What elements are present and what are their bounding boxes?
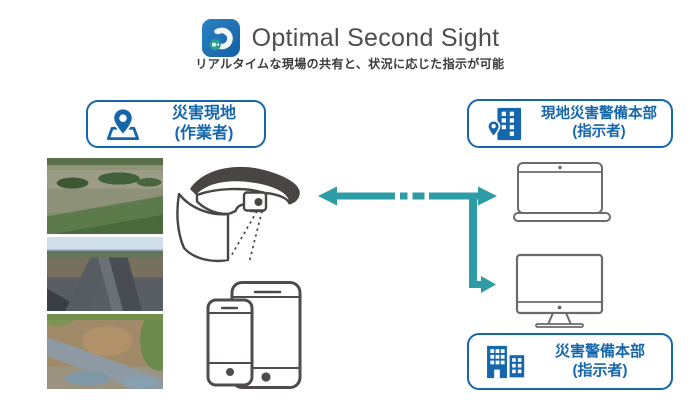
- smart-glasses-illustration: [176, 166, 300, 264]
- smartphones-illustration: [206, 281, 302, 389]
- node-field-command-line2: (指示者): [572, 123, 626, 140]
- building-pin-icon: [486, 107, 522, 140]
- header: Optimal Second Sight: [0, 18, 700, 58]
- node-field-command-line1: 現地災害警備本部: [541, 105, 657, 122]
- map-pin-icon: [106, 107, 140, 141]
- optimal-second-sight-logo-icon: [201, 19, 240, 57]
- desktop-monitor-illustration: [515, 253, 604, 328]
- buildings-icon: [487, 345, 526, 379]
- tagline: リアルタイムな現場の共有と、状況に応じた指示が可能: [195, 57, 505, 71]
- node-main-command-label: 災害警備本部 (指示者): [539, 343, 661, 380]
- app-title: Optimal Second Sight: [251, 23, 500, 52]
- node-main-command-line1: 災害警備本部: [554, 343, 645, 361]
- node-disaster-site-line2: (作業者): [174, 125, 234, 142]
- flood-river-photo: [47, 158, 163, 234]
- node-disaster-site: 災害現地 (作業者): [86, 100, 266, 148]
- node-field-command: 現地災害警備本部 (指示者): [467, 99, 673, 148]
- damaged-road-photo: [47, 237, 163, 311]
- node-main-command-line2: (指示者): [572, 361, 628, 379]
- node-disaster-site-line1: 災害現地: [171, 105, 236, 123]
- node-field-command-label: 現地災害警備本部 (指示者): [537, 106, 661, 141]
- landslide-aerial-photo: [47, 314, 163, 389]
- node-disaster-site-label: 災害現地 (作業者): [154, 104, 254, 143]
- node-main-command: 災害警備本部 (指示者): [467, 333, 673, 390]
- laptop-illustration: [513, 162, 611, 222]
